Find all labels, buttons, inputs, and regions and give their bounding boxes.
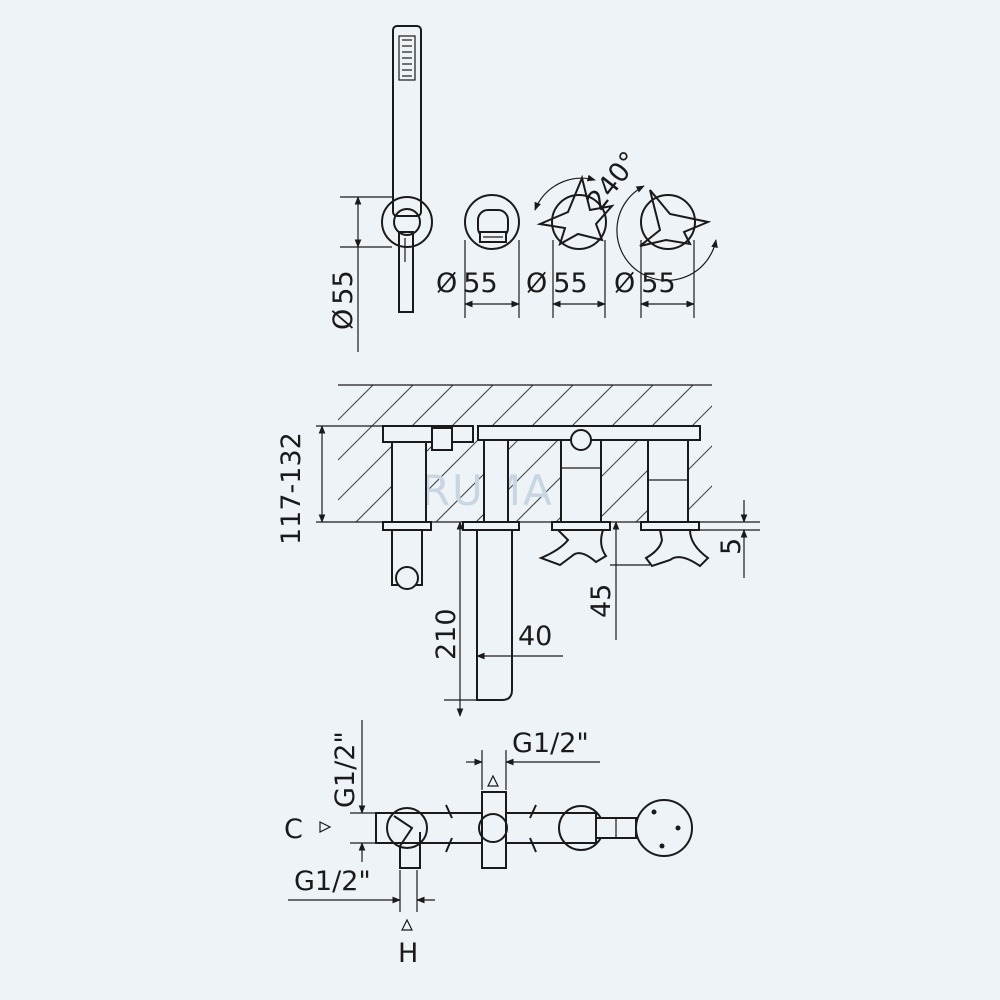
manifold-drawing <box>375 791 693 869</box>
rotation-label: 240° <box>581 146 645 216</box>
thread-vertical-dimension: G1/2" C <box>284 720 376 862</box>
handle-left-drawing <box>534 174 615 250</box>
handshower-holder-side <box>382 521 432 590</box>
handles-side <box>538 521 710 568</box>
spout-side <box>462 521 520 701</box>
spout-width-label: 40 <box>518 621 552 652</box>
label-c: C <box>284 814 303 845</box>
spout-width-dimension: 40 <box>476 621 563 660</box>
bottom-view: G1/2" C G1/2" G1/2" H <box>284 720 693 969</box>
spout-top-drawing <box>464 194 520 250</box>
spout-length-dimension: 210 <box>431 521 477 717</box>
handle-right-drawing <box>616 185 718 282</box>
handle-height-dimension: 45 <box>586 521 650 640</box>
height-dimension: 117-132 <box>276 425 383 545</box>
label-h: H <box>398 938 418 969</box>
handshower-diameter-label: Ø55 <box>328 270 359 330</box>
side-view: BRUMA <box>276 384 760 717</box>
spout-length-label: 210 <box>431 608 462 660</box>
thread-bottom-dimension: G1/2" H <box>288 866 435 969</box>
handle-gap-label: 5 <box>716 538 747 555</box>
handshower-drawing <box>381 25 433 313</box>
handshower-dimension: Ø55 <box>328 196 392 352</box>
thread-top-label: G1/2" <box>512 728 589 759</box>
handle-height-label: 45 <box>586 584 617 618</box>
thread-bottom-label: G1/2" <box>294 866 371 897</box>
handle-gap-dimension: 5 <box>700 500 760 578</box>
thread-top-dimension: G1/2" <box>466 728 600 790</box>
thread-vertical-label: G1/2" <box>330 731 361 808</box>
height-range-label: 117-132 <box>276 432 307 545</box>
